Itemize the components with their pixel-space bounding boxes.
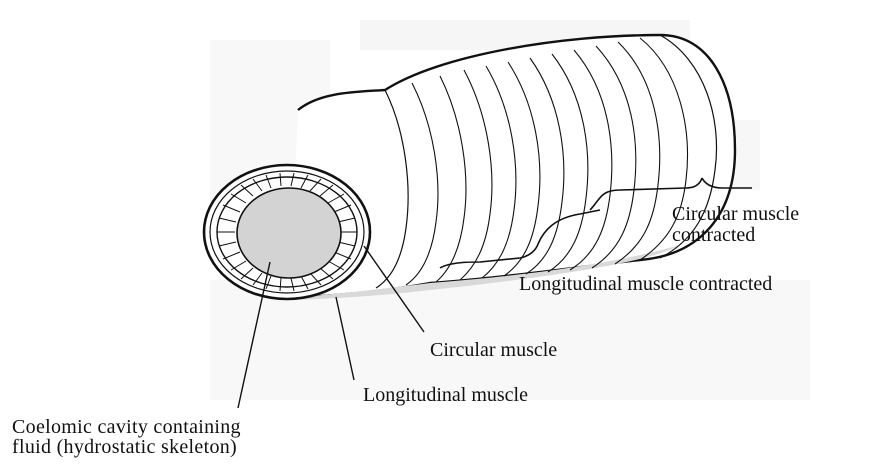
coelom-label-line1: Coelomic cavity containing — [12, 417, 241, 437]
circular-contracted-line2: contracted — [672, 225, 799, 246]
coelom-label-line2: fluid (hydrostatic skeleton) — [12, 437, 241, 457]
circular-muscle-label: Circular muscle — [430, 340, 557, 361]
longitudinal-muscle-label: Longitudinal muscle — [363, 385, 528, 406]
tube-cross-section — [204, 165, 370, 299]
circular-contracted-label: Circular muscle contracted — [672, 204, 799, 246]
circular-contracted-line1: Circular muscle — [672, 204, 799, 225]
longitudinal-contracted-label: Longitudinal muscle contracted — [519, 274, 772, 295]
coelomic-cavity — [237, 188, 341, 278]
coelomic-cavity-label: Coelomic cavity containing fluid (hydros… — [12, 417, 241, 457]
